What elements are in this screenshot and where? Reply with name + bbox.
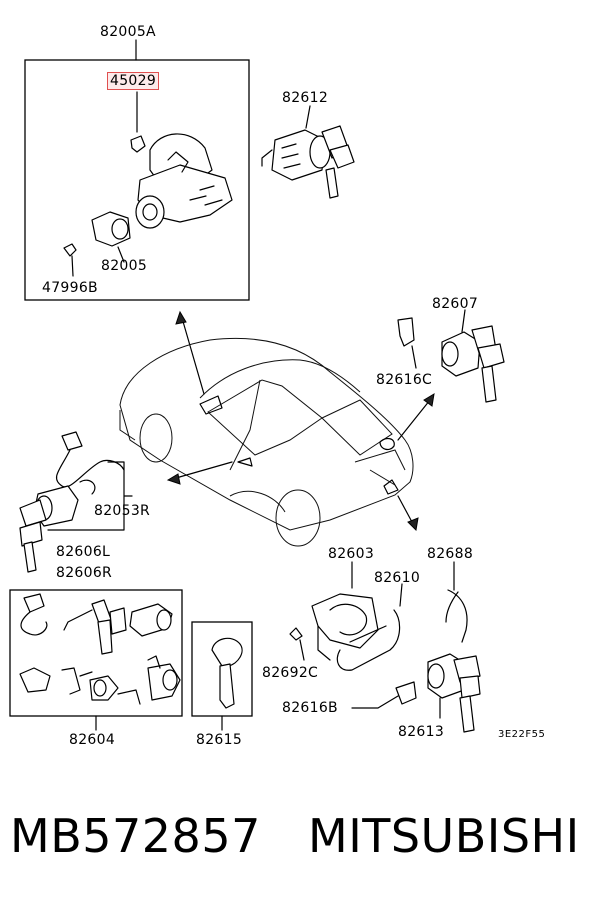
label-82053R: 82053R: [94, 503, 151, 519]
cylinder-82612: [261, 105, 355, 199]
ignition-switch-assembly: [63, 91, 233, 277]
label-82688: 82688: [427, 546, 474, 562]
label-47996B: 47996B: [42, 280, 98, 296]
diagram-code: 3E22F55: [498, 729, 546, 740]
cylinder-set-82604: [19, 593, 181, 705]
label-82607: 82607: [432, 296, 479, 312]
brand-name: MITSUBISHI: [308, 809, 580, 863]
label-82005A: 82005A: [100, 24, 156, 40]
label-82005: 82005: [101, 258, 148, 274]
label-82604: 82604: [69, 732, 116, 748]
label-82603: 82603: [328, 546, 375, 562]
label-82606L: 82606L: [56, 544, 111, 560]
label-82612: 82612: [282, 90, 329, 106]
cylinder-82607: [397, 309, 505, 403]
label-45029-highlighted: 45029: [106, 72, 160, 90]
label-82615: 82615: [196, 732, 243, 748]
label-82616B: 82616B: [282, 700, 338, 716]
ignition-detail-box: [24, 59, 250, 301]
steering-lock-assembly: [289, 561, 481, 733]
label-82610: 82610: [374, 570, 421, 586]
part-number: MB572857: [10, 809, 261, 863]
label-82692C: 82692C: [262, 665, 319, 681]
car-outline: [119, 337, 414, 547]
label-82613: 82613: [398, 724, 445, 740]
label-82606R: 82606R: [56, 565, 113, 581]
door-lock-harness-82053R: [19, 431, 133, 573]
key-82615: [211, 637, 243, 709]
label-82616C: 82616C: [376, 372, 433, 388]
